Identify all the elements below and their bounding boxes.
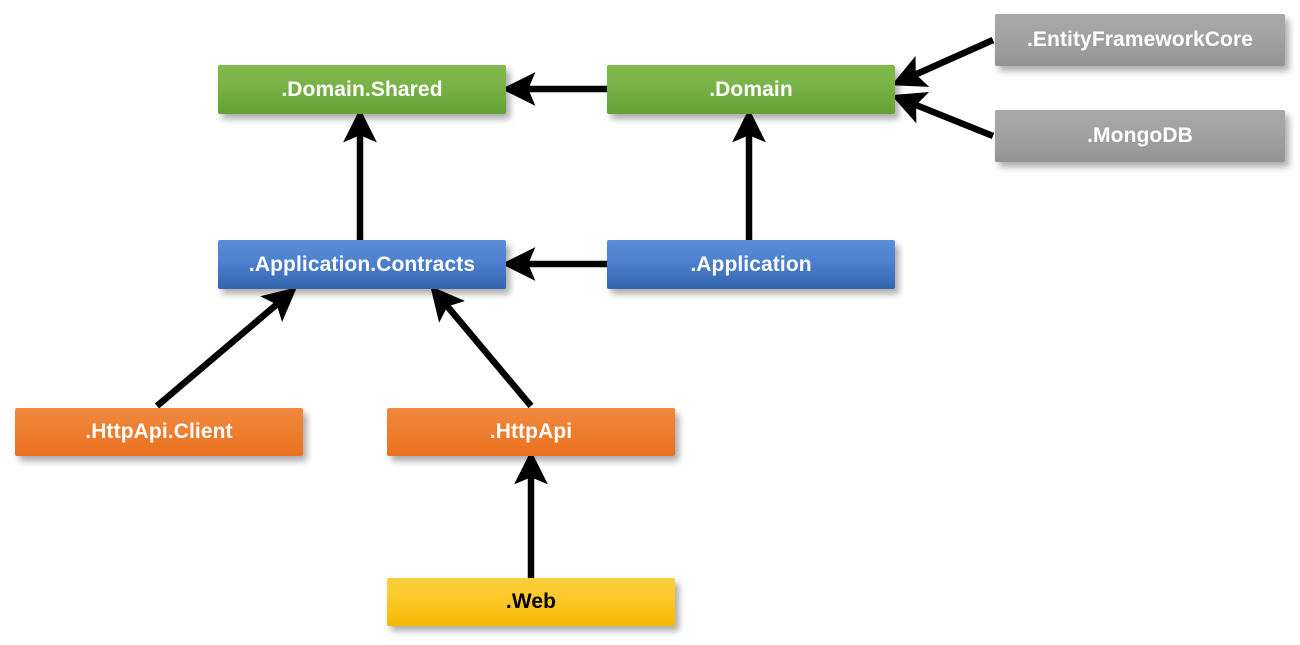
node-label: .HttpApi.Client (85, 420, 233, 443)
node-label: .Domain (709, 77, 793, 101)
edge-group (154, 37, 995, 578)
node-label: .EntityFrameworkCore (1026, 28, 1254, 51)
node-application[interactable]: .Application (607, 240, 895, 289)
node-domain[interactable]: .Domain (607, 65, 895, 114)
node-label: .MongoDB (1087, 124, 1193, 147)
node-label: .Domain.Shared (281, 77, 443, 101)
node-application-contracts[interactable]: .Application.Contracts (218, 240, 506, 289)
edge-efcore-to-domain (891, 37, 995, 87)
node-httpapi[interactable]: .HttpApi (387, 408, 675, 456)
edge-httpapi-client-to-contracts (154, 287, 297, 409)
node-label: .HttpApi (489, 420, 573, 443)
edge-mongodb-to-domain (891, 92, 995, 140)
node-label: .Application (690, 252, 812, 276)
node-domain-shared[interactable]: .Domain.Shared (218, 65, 506, 114)
node-httpapi-client[interactable]: .HttpApi.Client (15, 408, 303, 456)
node-label: .Application.Contracts (248, 252, 476, 276)
node-web[interactable]: .Web (387, 578, 675, 626)
node-label: .Web (505, 590, 557, 613)
node-mongodb[interactable]: .MongoDB (995, 110, 1285, 162)
node-entity-framework-core[interactable]: .EntityFrameworkCore (995, 14, 1285, 66)
edge-httpapi-to-contracts (430, 286, 534, 409)
